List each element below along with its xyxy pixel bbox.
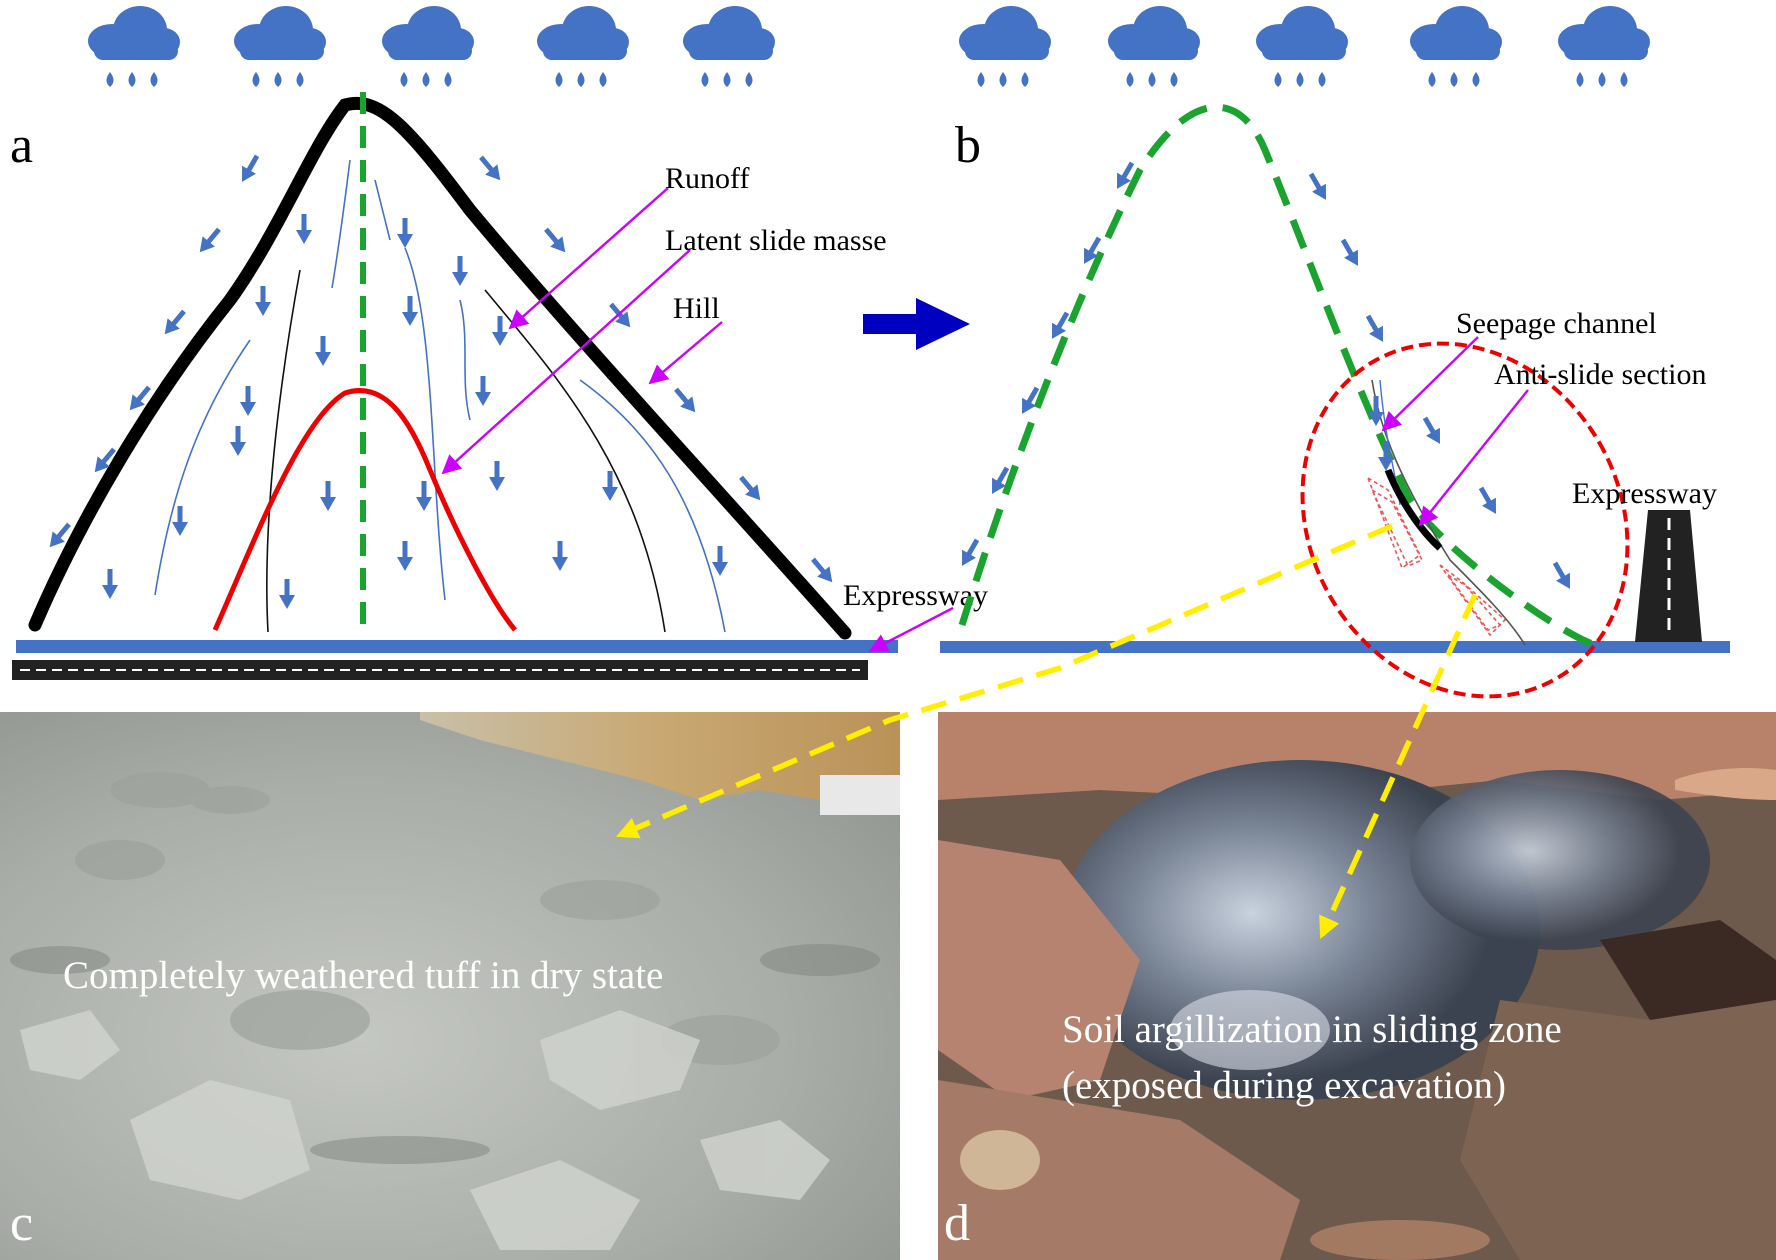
panel-b: b [940,6,1730,699]
rain-cloud-icon [1410,6,1502,87]
rain-cloud-icon [683,6,775,87]
rain-cloud-icon [1108,6,1200,87]
original-hill-outline [958,103,1602,649]
rain-cloud-icon [234,6,326,87]
flow-arrow-icon [315,336,331,366]
flow-arrow-icon [1474,484,1503,518]
rain-cloud-icon [537,6,629,87]
caption-c: Completely weathered tuff in dry state [63,954,663,997]
rain-clouds-b [959,6,1650,87]
flow-arrow-icon [712,546,728,576]
flow-arrow-icon [240,386,256,416]
caption-d-line1: Soil argillization in sliding zone [1062,1008,1562,1051]
link-arrow-to-c [615,523,1394,839]
anti-slide-piles [1366,476,1507,637]
flow-arrow-icon [416,481,432,511]
expressway-icon [1635,510,1702,642]
flow-arrow-icon [735,472,767,505]
flow-arrow-icon [475,152,507,185]
link-arrows [615,523,1478,940]
flow-arrow-icon [255,286,271,316]
panel-letter-c: c [10,1195,33,1252]
flow-arrow-icon [402,296,418,326]
label-runoff: Runoff [665,162,749,195]
label-expressway-b: Expressway [1572,477,1717,510]
flow-arrow-icon [230,426,246,456]
flow-arrow-icon [552,541,568,571]
flow-arrow-icon [296,214,312,244]
label-expressway-a: Expressway [843,579,988,612]
seepage-lines-a [154,159,726,633]
flow-arrow-icon [1548,559,1577,593]
flow-arrow-icon [102,569,118,599]
flow-arrow-icon [1336,236,1365,270]
transition-arrow-icon [863,298,970,350]
flow-arrow-icon [1304,170,1333,204]
flow-arrow-icon [1361,312,1390,346]
flow-arrow-icon [807,554,839,587]
expressway-road-a [12,640,898,680]
flow-arrow-icon [1418,414,1447,448]
rain-cloud-icon [382,6,474,87]
flow-arrow-icon [279,579,295,609]
flow-arrow-icon [492,316,508,346]
flow-arrow-icon [670,384,702,417]
callout-lines-a [441,187,954,653]
label-anti-slide-section: Anti-slide section [1494,358,1706,391]
label-seepage-channel: Seepage channel [1456,307,1657,340]
label-latent-slide-masse: Latent slide masse [665,224,887,257]
label-hill: Hill [673,292,720,325]
flow-arrow-icon [1045,309,1074,343]
link-arrow-to-d [1319,593,1478,940]
callout-lines-b [1381,336,1529,527]
flow-arrow-icon [194,224,226,257]
ground-line-b [940,641,1730,653]
anti-slide-section [1384,468,1443,551]
panel-letter-b: b [955,117,981,174]
latent-slide-mass [212,388,517,632]
flow-arrow-icon [397,218,413,248]
panel-a: a [10,6,988,680]
runoff-arrows-b [955,159,1577,593]
hill-outline [28,96,852,640]
flow-arrow-icon [320,481,336,511]
panel-d-photo [938,712,1776,1260]
flow-arrow-icon [235,152,264,186]
panel-c-photo [0,712,900,1260]
flow-arrow-icon [172,506,188,536]
panel-letter-a: a [10,117,33,174]
flow-arrow-icon [475,376,491,406]
rain-cloud-icon [88,6,180,87]
flow-arrow-icon [159,306,191,339]
flow-arrow-icon [540,224,572,257]
failure-zone-ellipse [1300,341,1630,699]
flow-arrow-icon [397,541,413,571]
flow-arrow-icon [1077,234,1106,268]
flow-arrow-icon [452,256,468,286]
rain-cloud-icon [959,6,1051,87]
rain-cloud-icon [1256,6,1348,87]
rain-cloud-icon [1558,6,1650,87]
rain-clouds-a [88,6,775,87]
caption-d-line2: (exposed during excavation) [1062,1064,1506,1107]
panel-letter-d: d [944,1195,970,1252]
flow-arrow-icon [489,461,505,491]
